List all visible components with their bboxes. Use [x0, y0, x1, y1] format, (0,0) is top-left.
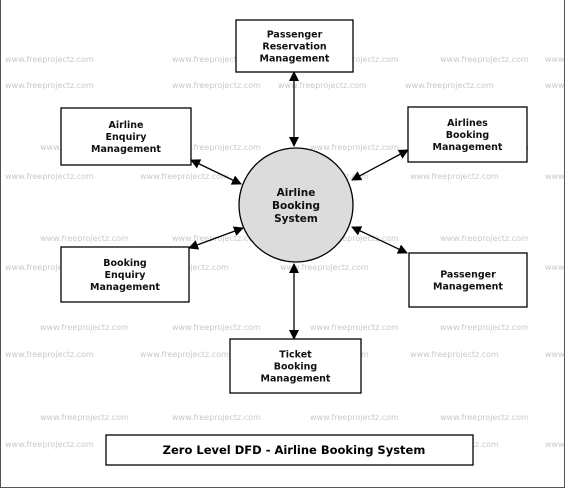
dataflow-layer: [188, 71, 409, 340]
watermark-text: www.freeprojectz.com: [5, 55, 94, 64]
watermark-text: www.freeprojectz.com: [410, 350, 499, 359]
entity-box: [60, 246, 190, 303]
watermark-text: www.freeprojectz.com: [310, 55, 399, 64]
entity-label-line: Airline: [108, 120, 143, 131]
watermark-text: www.freeprojectz.com: [440, 55, 529, 64]
title-text: Zero Level DFD - Airline Booking System: [163, 443, 426, 457]
watermark-text: www.freeprojectz.com: [5, 172, 94, 181]
entity-label-line: Booking: [446, 130, 489, 141]
watermark-text: www.freeprojectz.com: [172, 81, 261, 90]
dataflow-passenger: [351, 226, 408, 254]
entity-layer: AirlineBookingSystemPassengerReservation…: [60, 19, 528, 394]
watermark-text: www.freeprojectz.com: [545, 172, 565, 181]
entity-label-line: Reservation: [262, 42, 326, 53]
watermark-text: www.freeprojectz.com: [545, 81, 565, 90]
entity-label-line: Management: [91, 144, 161, 155]
entity-label-line: Passenger: [440, 270, 496, 281]
watermark-text: www.freeprojectz.com: [5, 440, 94, 449]
title-box: [105, 434, 474, 466]
watermark-text: www.freeprojectz.com: [545, 55, 565, 64]
entity-label-line: Management: [433, 282, 503, 293]
watermark-text: www.freeprojectz.com: [172, 323, 261, 332]
entity-label-line: Passenger: [267, 30, 323, 41]
entity-label-line: Management: [261, 374, 331, 385]
entity-box: [60, 107, 192, 166]
watermark-text: www.freeprojectz.com: [545, 350, 565, 359]
entity-label-line: Management: [90, 282, 160, 293]
watermark-text: www.freeprojectz.com: [5, 350, 94, 359]
process-label-line: Airline: [277, 187, 316, 199]
entity-label-line: Management: [260, 54, 330, 65]
watermark-text: www.freeprojectz.com: [40, 413, 129, 422]
watermark-text: www.freeprojectz.com: [410, 172, 499, 181]
watermark-text: www.freeprojectz.com: [440, 413, 529, 422]
watermark-text: www.freeprojectz.com: [545, 263, 565, 272]
watermark-text: www.freeprojectz.com: [440, 234, 529, 243]
entity-box: [407, 106, 528, 163]
process-circle: [238, 147, 354, 263]
entity-label-line: Ticket: [279, 350, 312, 361]
watermark-text: www.freeprojectz.com: [310, 323, 399, 332]
watermark-text: www.freeprojectz.com: [40, 234, 129, 243]
watermark-text: www.freeprojectz.com: [172, 55, 261, 64]
watermark-text: www.freeprojectz.com: [5, 81, 94, 90]
watermark-text: www.freeprojectz.com: [310, 413, 399, 422]
entity-label-line: Management: [433, 142, 503, 153]
entity-label-line: Booking: [103, 258, 146, 269]
entity-label-line: Enquiry: [105, 270, 147, 281]
diagram-title: Zero Level DFD - Airline Booking System: [105, 434, 474, 466]
watermark-text: www.freeprojectz.com: [172, 143, 261, 152]
dataflow-airline-enquiry: [190, 159, 242, 185]
dataflow-booking-enquiry: [188, 226, 244, 250]
entity-box: [235, 19, 354, 73]
process-label-line: System: [274, 213, 318, 225]
watermark-text: www.freeprojectz.com: [140, 350, 229, 359]
watermark-text: www.freeprojectz.com: [280, 263, 369, 272]
watermark-text: www.freeprojectz.com: [545, 440, 565, 449]
watermark-text: www.freeprojectz.com: [172, 413, 261, 422]
entity-label-line: Enquiry: [106, 132, 148, 143]
watermark-text: www.freeprojectz.com: [40, 323, 129, 332]
dataflow-airlines-booking: [351, 149, 409, 181]
watermark-text: www.freeprojectz.com: [440, 323, 529, 332]
watermark-text: www.freeprojectz.com: [278, 81, 367, 90]
watermark-text: www.freeprojectz.com: [405, 81, 494, 90]
watermark-text: www.freeprojectz.com: [140, 172, 229, 181]
entity-label-line: Airlines: [447, 118, 488, 129]
entity-box: [408, 252, 528, 308]
entity-box: [229, 338, 362, 394]
watermark-text: www.freeprojectz.com: [310, 143, 399, 152]
process-label-line: Booking: [272, 200, 320, 212]
entity-label-line: Booking: [274, 362, 317, 373]
watermark-text: www.freeprojectz.com: [5, 263, 94, 272]
